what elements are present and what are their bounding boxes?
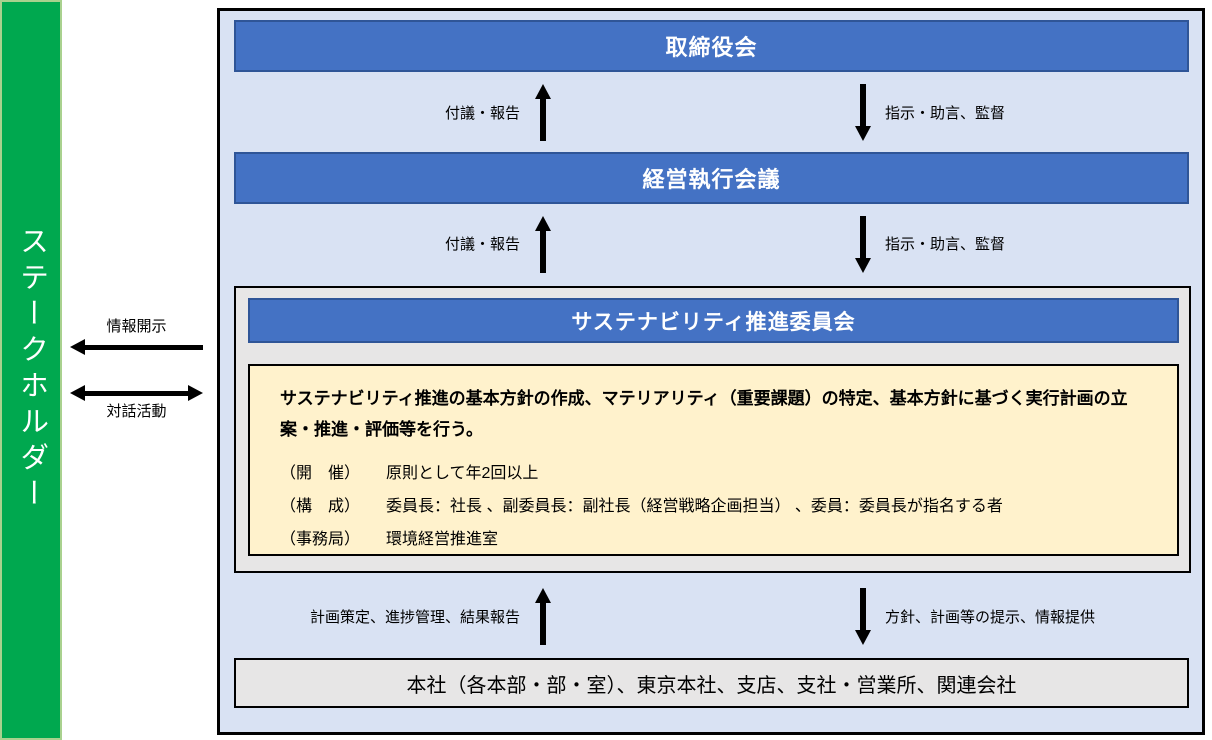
down-arrow-icon <box>855 588 871 645</box>
up-arrow-icon <box>535 588 551 645</box>
stakeholder-label: ステークホルダー <box>15 226 48 514</box>
committee-details-list: （開 催） 原則として年2回以上 （構 成） 委員長：社長 、副委員長：副社長（… <box>280 457 1147 556</box>
committee-title-box: サステナビリティ推進委員会 <box>248 298 1179 343</box>
up-arrow-icon <box>535 84 551 141</box>
left-arrowhead-icon <box>70 339 85 355</box>
down-arrowhead-icon <box>855 126 871 141</box>
organization-box: 本社（各本部・部・室）、東京本社、支店、支社・営業所、関連会社 <box>234 658 1189 708</box>
organization-label: 本社（各本部・部・室）、東京本社、支店、支社・営業所、関連会社 <box>406 674 1017 697</box>
arrow-shaft <box>85 344 203 350</box>
executive-meeting-label: 経営執行会議 <box>642 167 781 192</box>
double-arrow-icon <box>70 385 203 401</box>
committee-panel: サステナビリティ推進委員会 サステナビリティ推進の基本方針の作成、マテリアリティ… <box>234 286 1191 573</box>
down-arrow-icon <box>855 84 871 141</box>
right-arrowhead-icon <box>188 385 203 401</box>
arrow-shaft <box>860 216 866 258</box>
exec-down-flow-label: 指示・助言、監督 <box>885 236 1006 253</box>
down-arrowhead-icon <box>855 258 871 273</box>
detail-value: 委員長：社長 、副委員長：副社長（経営戦略企画担当） 、委員：委員長が指名する者 <box>386 498 1003 515</box>
left-arrow-icon <box>70 339 203 355</box>
down-arrowhead-icon <box>855 630 871 645</box>
org-up-flow-label: 計画策定、進捗管理、結果報告 <box>309 609 520 626</box>
committee-description-text: サステナビリティ推進の基本方針の作成、マテリアリティ（重要課題）の特定、基本方針… <box>280 389 1128 439</box>
arrow-shaft <box>540 99 546 141</box>
committee-description-box: サステナビリティ推進の基本方針の作成、マテリアリティ（重要課題）の特定、基本方針… <box>248 364 1179 556</box>
committee-detail-row: （事務局） 環境経営推進室 <box>280 523 1147 556</box>
arrow-shaft <box>540 231 546 273</box>
board-of-directors-label: 取締役会 <box>665 35 758 60</box>
exec-up-flow-label: 付議・報告 <box>444 236 520 253</box>
arrow-shaft <box>860 588 866 630</box>
detail-label: （事務局） <box>280 531 361 548</box>
arrow-shaft <box>85 390 188 396</box>
disclosure-flow-label: 情報開示 <box>106 318 167 335</box>
up-arrowhead-icon <box>535 84 551 99</box>
board-of-directors-box: 取締役会 <box>234 20 1189 72</box>
board-up-flow-label: 付議・報告 <box>444 105 520 122</box>
up-arrowhead-icon <box>535 588 551 603</box>
detail-label: （開 催） <box>280 465 361 482</box>
committee-title-label: サステナビリティ推進委員会 <box>571 310 856 334</box>
executive-meeting-box: 経営執行会議 <box>234 152 1189 204</box>
down-arrow-icon <box>855 216 871 273</box>
arrow-shaft <box>860 84 866 126</box>
arrow-shaft <box>540 603 546 645</box>
up-arrow-icon <box>535 216 551 273</box>
detail-value: 原則として年2回以上 <box>386 465 539 482</box>
left-arrowhead-icon <box>70 385 85 401</box>
committee-detail-row: （開 催） 原則として年2回以上 <box>280 457 1147 490</box>
stakeholder-bar: ステークホルダー <box>0 0 62 740</box>
up-arrowhead-icon <box>535 216 551 231</box>
detail-value: 環境経営推進室 <box>386 531 499 548</box>
dialogue-flow-label: 対話活動 <box>106 403 167 420</box>
board-down-flow-label: 指示・助言、監督 <box>885 105 1006 122</box>
committee-detail-row: （構 成） 委員長：社長 、副委員長：副社長（経営戦略企画担当） 、委員：委員長… <box>280 490 1147 523</box>
detail-label: （構 成） <box>280 498 361 515</box>
org-down-flow-label: 方針、計画等の提示、情報提供 <box>885 609 1096 626</box>
